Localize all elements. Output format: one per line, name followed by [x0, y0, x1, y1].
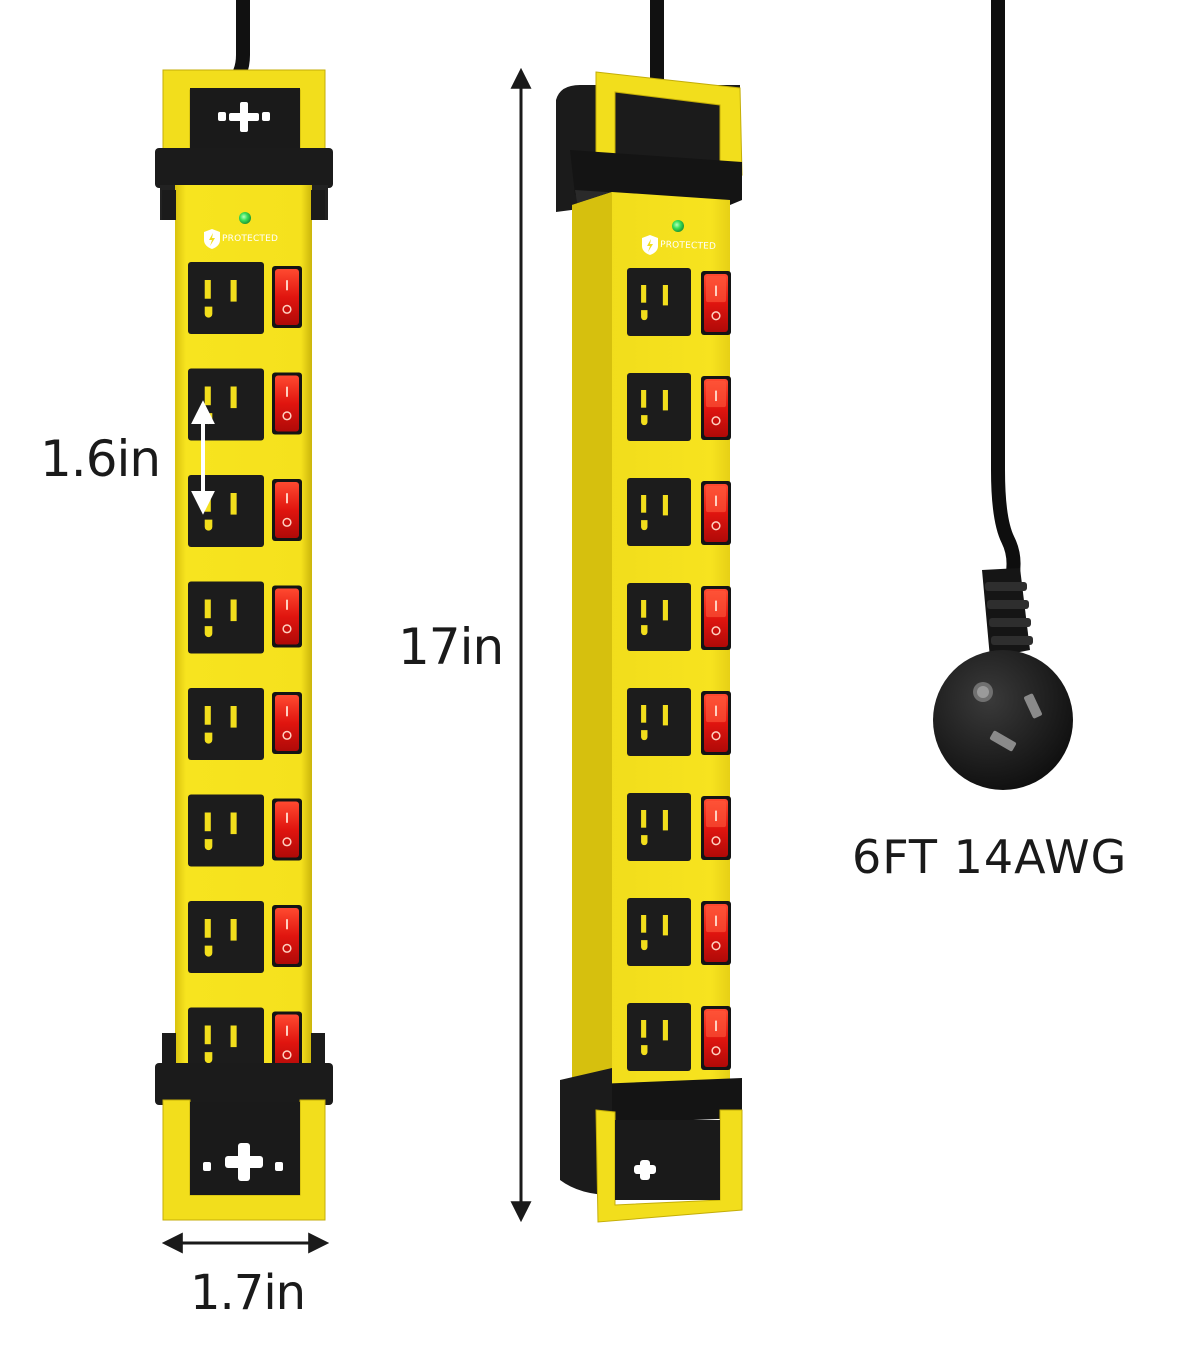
width-label: 1.7in — [190, 1265, 306, 1321]
front-protected-badge — [204, 229, 220, 249]
front-outlet-5 — [188, 688, 264, 760]
front-top-endcap — [155, 148, 333, 188]
front-outlet-6 — [188, 794, 264, 867]
outlet-spacing-label: 1.6in — [40, 430, 161, 488]
angled-switch-2[interactable] — [701, 376, 731, 440]
front-bottom-endcap — [155, 1063, 333, 1105]
front-outlet-7 — [188, 901, 264, 973]
front-switch-1[interactable] — [272, 266, 302, 328]
power-cord-plug — [933, 0, 1073, 790]
angled-outlet-3 — [627, 478, 691, 546]
front-outlet-8 — [188, 1007, 264, 1080]
front-switch-5[interactable] — [272, 692, 302, 754]
angled-switch-5[interactable] — [701, 691, 731, 755]
front-bottom-bracket-holes — [203, 1143, 283, 1181]
front-switch-7[interactable] — [272, 905, 302, 967]
angled-outlet-7 — [627, 898, 691, 966]
front-power-strip — [155, 0, 333, 1221]
front-switch-3[interactable] — [272, 479, 302, 541]
front-switch-4[interactable] — [272, 585, 302, 648]
angled-outlet-5 — [627, 688, 691, 756]
angled-power-strip — [556, 0, 743, 1223]
plug-strain-relief — [982, 568, 1033, 658]
plug-prong-2 — [989, 730, 1017, 752]
front-badge-label: PROTECTED — [222, 234, 279, 244]
length-label: 17in — [398, 618, 504, 676]
front-outlet-3 — [188, 475, 264, 547]
front-switch-8[interactable] — [272, 1011, 302, 1074]
angled-outlet-4 — [627, 583, 691, 651]
angled-badge-label: PROTECTED — [659, 240, 717, 252]
front-top-bracket-holes — [218, 102, 270, 132]
angled-protected-badge — [642, 235, 658, 255]
front-switch-6[interactable] — [272, 798, 302, 861]
cord-wire — [991, 0, 1021, 592]
angled-switch-3[interactable] — [701, 481, 731, 545]
angled-switch-8[interactable] — [701, 1006, 731, 1070]
angled-outlet-column — [627, 268, 731, 1071]
front-outlet-1 — [188, 262, 264, 334]
cord-spec-label: 6FT 14AWG — [852, 830, 1128, 884]
angled-bottom-bracket-holes — [634, 1160, 656, 1180]
plug-prong-1 — [1024, 693, 1042, 719]
angled-outlet-8 — [627, 1003, 691, 1071]
angled-outlet-1 — [627, 268, 691, 336]
angled-switch-6[interactable] — [701, 796, 731, 860]
front-switch-2[interactable] — [272, 372, 302, 435]
angled-switch-7[interactable] — [701, 901, 731, 965]
angled-outlet-2 — [627, 373, 691, 441]
angled-switch-1[interactable] — [701, 271, 731, 335]
flat-plug-head — [933, 650, 1073, 790]
front-outlet-4 — [188, 581, 264, 654]
angled-top-endcap — [570, 150, 742, 205]
angled-power-led — [672, 220, 684, 232]
front-power-led — [239, 212, 251, 224]
angled-switch-4[interactable] — [701, 586, 731, 650]
front-outlet-2 — [188, 368, 264, 441]
angled-outlet-6 — [627, 793, 691, 861]
